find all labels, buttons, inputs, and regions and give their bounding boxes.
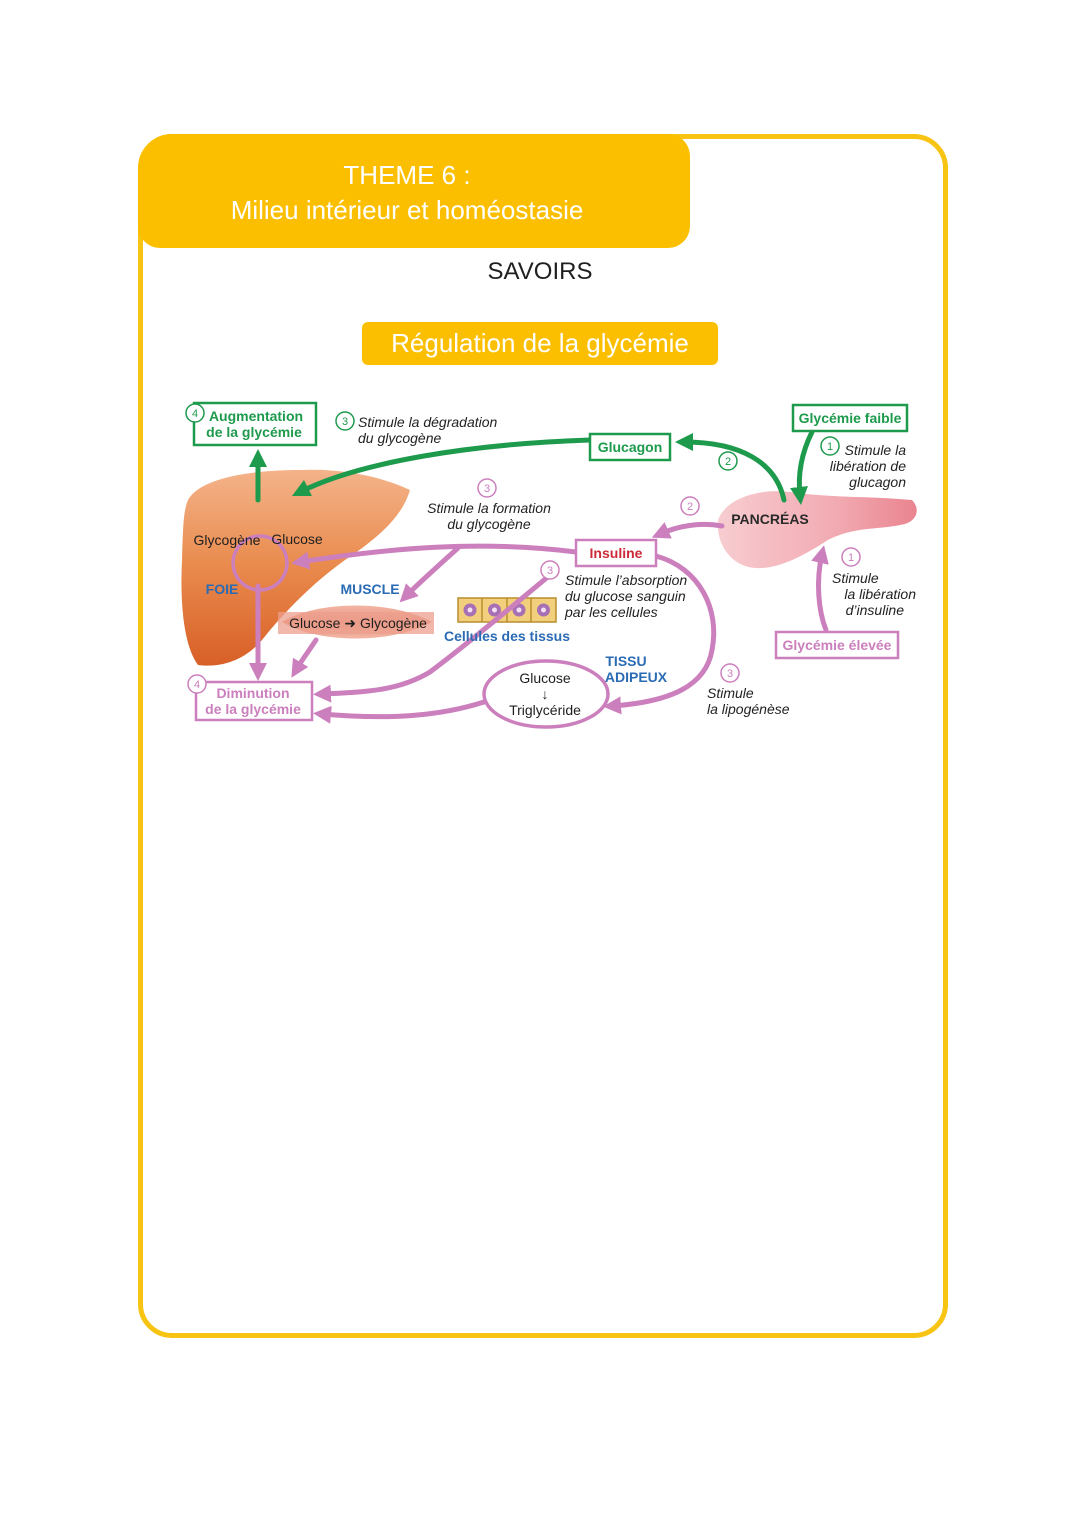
insuline-label: Insuline (590, 545, 643, 561)
stim-formation-label: 3 Stimule la formation du glycogène (427, 478, 551, 532)
lipogenese-number: 3 (727, 668, 733, 680)
stim-formation-line2: du glycogène (447, 516, 531, 532)
pancreas-label: PANCRÉAS (731, 511, 809, 527)
stim-degradation-label: 3 Stimule la dégradation du glycogène (335, 411, 498, 446)
glycogene-label: Glycogène (194, 532, 261, 548)
stim-lib-glucagon-number: 1 (827, 441, 833, 453)
stim-degradation-number: 3 (342, 416, 348, 428)
glycemie-faible-box: Glycémie faible (791, 403, 909, 433)
lipogenese-line1: Stimule (707, 685, 754, 701)
section-title: SAVOIRS (487, 258, 593, 285)
glucagon-step-number: 2 (718, 451, 738, 471)
insuline-box: Insuline (574, 538, 658, 568)
augmentation-line2: de la glycémie (206, 424, 302, 440)
muscle-label: MUSCLE (340, 581, 399, 597)
insuline-step-number: 2 (680, 496, 700, 516)
glycemie-elevee-label: Glycémie élevée (783, 637, 892, 653)
theme-banner: THEME 6 : Milieu intérieur et homéostasi… (138, 134, 690, 248)
muscle-label-band (278, 612, 434, 634)
absorption-line1: Stimule l’absorption (565, 572, 687, 588)
muscle-reaction-label: Glucose ➜ Glycogène (289, 615, 427, 631)
absorption-line2: du glucose sanguin (565, 588, 686, 604)
glucose-liver-label: Glucose (271, 531, 323, 547)
adipose-cell (482, 659, 610, 729)
glucagon-pathway-arrows (249, 429, 815, 505)
glycemie-faible-label: Glycémie faible (799, 410, 902, 426)
diminution-line2: de la glycémie (205, 701, 301, 717)
theme-number: THEME 6 : (343, 160, 471, 190)
theme-title: Milieu intérieur et homéostasie (230, 195, 584, 225)
augmentation-box: 4 Augmentation de la glycémie (185, 401, 318, 447)
diminution-line1: Diminution (216, 685, 289, 701)
absorption-label: 3 Stimule l’absorption du glucose sangui… (540, 560, 687, 620)
pancreas-shape (717, 491, 917, 569)
insuline-number: 2 (687, 501, 693, 513)
triglyceride-label: Triglycéride (509, 702, 581, 718)
lipogenese-label: 3 Stimule la lipogénèse (707, 663, 790, 717)
tissu-label: TISSU (605, 653, 646, 669)
stim-degradation-line1: Stimule la dégradation (358, 414, 498, 430)
stim-lib-insuline-line1: Stimule (832, 570, 879, 586)
absorption-line3: par les cellules (564, 604, 658, 620)
cellules-label: Cellules des tissus (444, 628, 570, 644)
glycemie-elevee-box: Glycémie élevée (774, 630, 900, 660)
stim-lib-glucagon-label: 1 Stimule la libération de glucagon (820, 436, 907, 490)
adipeux-label: ADIPEUX (605, 669, 668, 685)
diminution-box: 4 Diminution de la glycémie (187, 674, 314, 722)
absorption-number: 3 (547, 565, 553, 577)
stim-lib-insuline-line2: la libération (844, 586, 916, 602)
stim-formation-line1: Stimule la formation (427, 500, 551, 516)
insulin-pathway-arrows (231, 521, 829, 724)
glucagon-label: Glucagon (598, 439, 663, 455)
diagram-title: Régulation de la glycémie (362, 322, 718, 365)
stim-lib-glucagon-line2: libération de (830, 458, 906, 474)
stim-lib-insuline-number: 1 (848, 552, 854, 564)
stim-degradation-line2: du glycogène (358, 430, 442, 446)
augmentation-number: 4 (192, 408, 198, 420)
adipose-glucose-label: Glucose (519, 670, 571, 686)
glucagon-box: Glucagon (588, 432, 672, 462)
stim-lib-insuline-label: 1 Stimule la libération d’insuline (832, 547, 916, 618)
adipose-arrow: ↓ (542, 686, 549, 702)
diminution-number: 4 (194, 679, 200, 691)
stim-lib-insuline-line3: d’insuline (846, 602, 905, 618)
stim-formation-number: 3 (484, 483, 490, 495)
glucagon-number: 2 (725, 456, 731, 468)
stim-lib-glucagon-line3: glucagon (849, 474, 906, 490)
stim-lib-glucagon-line1: Stimule la (845, 442, 907, 458)
augmentation-line1: Augmentation (209, 408, 303, 424)
foie-label: FOIE (206, 581, 239, 597)
lipogenese-line2: la lipogénèse (707, 701, 790, 717)
